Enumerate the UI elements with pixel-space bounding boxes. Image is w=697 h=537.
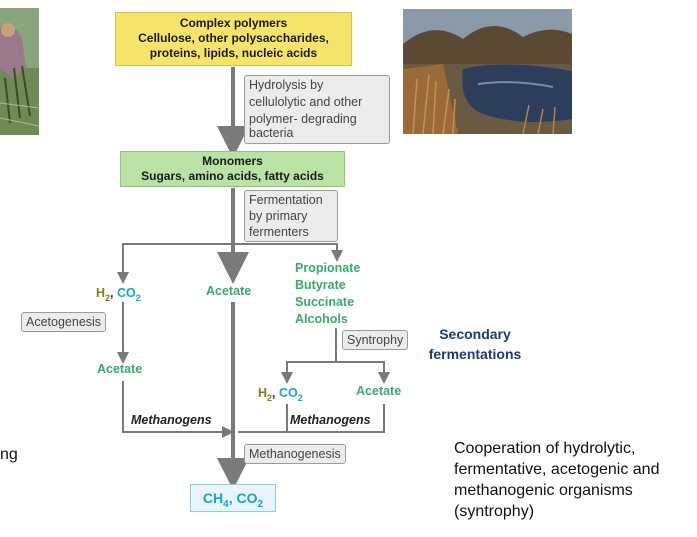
left-edge-text: ng [0,446,18,463]
right-acetate: Acetate [356,384,402,398]
methanogenesis-label: Methanogenesis [244,444,346,464]
left-h2: H [96,286,106,300]
right-co2-sub: 2 [297,393,303,404]
syntrophy-label: Syntrophy [342,330,409,350]
acetogenesis-label: Acetogenesis [21,312,107,332]
left-h2-sub: 2 [105,293,111,304]
fermentation-line2: by primary [249,209,308,223]
wetland-photo [403,9,572,134]
fermentation-line1: Fermentation [249,193,323,207]
left-co2-sub: 2 [135,293,141,304]
complex-polymers-line2: proteins, lipids, nucleic acids [149,46,318,60]
complex-polymers-box: Complex polymers Cellulose, other polysa… [115,12,352,66]
hydrolysis-line4: bacteria [249,126,294,140]
methanogens-left: Methanogens [131,413,212,427]
final-co2: CO [236,490,258,506]
hydrolysis-line1: Hydrolysis by [249,78,324,92]
cooperation-line4: (syntrophy) [454,503,535,520]
methanogens-right: Methanogens [290,413,371,427]
cooperation-line3: methanogenic organisms [454,482,633,499]
left-acetate: Acetate [97,362,143,376]
right-h2-sub: 2 [267,393,273,404]
hydrolysis-line3: polymer- degrading [249,112,357,126]
product-succinate: Succinate [295,295,355,309]
left-h2-co2: H2, CO2 [96,284,141,303]
left-co2: CO [117,286,136,300]
fermentation-products: Propionate Butyrate Succinate Alcohols [295,260,360,328]
monomers-title: Monomers [202,154,263,168]
ch4-sub: 4 [223,498,229,510]
cooperation-line1: Cooperation of hydrolytic, [454,440,636,457]
secondary-line1: Secondary [439,326,511,342]
fermentation-label: Fermentation by primary fermenters [244,190,338,242]
right-h2: H [258,386,268,400]
left-sep: , [110,286,117,300]
right-h2-co2: H2, CO2 [258,384,303,403]
monomers-line1: Sugars, amino acids, fatty acids [141,169,324,183]
cooperation-text: Cooperation of hydrolytic, fermentative,… [454,438,659,522]
monomers-box: Monomers Sugars, amino acids, fatty acid… [120,151,345,187]
ch4: CH [202,490,224,506]
complex-polymers-title: Complex polymers [179,16,288,30]
secondary-line2: fermentations [428,346,522,362]
right-co2: CO [279,386,298,400]
final-product-box: CH4, CO2 [190,484,276,512]
cooperation-line2: fermentative, acetogenic and [454,461,660,478]
center-acetate: Acetate [206,284,252,298]
final-sep: , [228,490,237,506]
hydrolysis-label: Hydrolysis by cellulolytic and other pol… [244,75,390,144]
product-butyrate: Butyrate [295,278,346,292]
product-alcohols: Alcohols [295,312,348,326]
right-sep: , [272,386,279,400]
complex-polymers-line1: Cellulose, other polysaccharides, [138,31,329,45]
fermentation-line3: fermenters [249,225,309,239]
hydrolysis-line2: cellulolytic and other [249,95,363,109]
secondary-fermentations: Secondary fermentations [420,324,530,364]
final-co2-sub: 2 [257,498,264,510]
person-photo [0,8,39,135]
product-propionate: Propionate [295,261,361,275]
